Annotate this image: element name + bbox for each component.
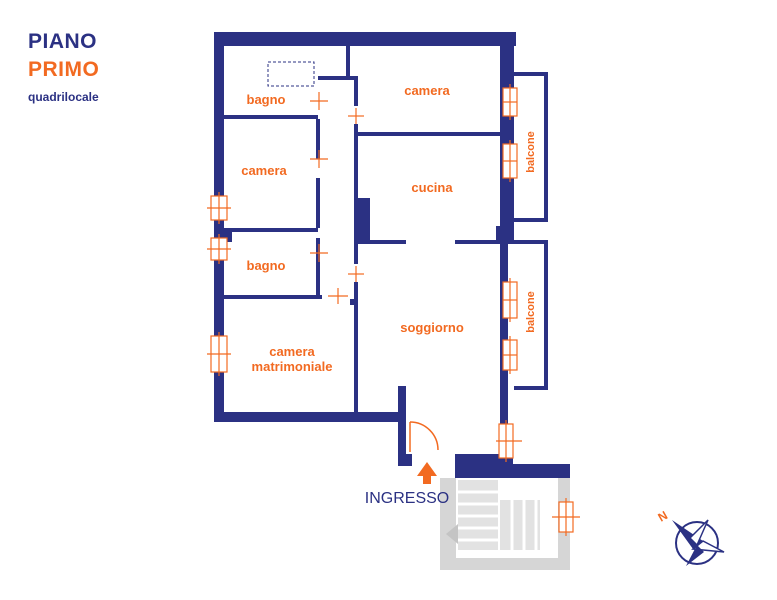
room-label-balcone-bottom: balcone <box>525 291 537 333</box>
room-label-camera-top: camera <box>404 83 450 98</box>
room-label-soggiorno: soggiorno <box>400 320 464 335</box>
stairwell <box>440 478 570 570</box>
room-label-camera-matrimoniale-1: camera <box>269 344 315 359</box>
room-label-camera-left: camera <box>241 163 287 178</box>
entrance-door <box>409 421 439 452</box>
room-label-bagno-top: bagno <box>247 92 286 107</box>
floor-subtitle: quadrilocale <box>28 90 99 104</box>
compass-icon: N <box>656 508 725 566</box>
room-label-cucina: cucina <box>411 180 453 195</box>
room-label-balcone-top: balcone <box>525 131 537 173</box>
compass-north-label: N <box>656 508 671 524</box>
entrance-arrow-icon <box>417 462 437 484</box>
floor-title-primo: PRIMO <box>28 58 100 81</box>
shower-tray <box>267 61 315 87</box>
door-markers <box>310 92 364 304</box>
room-label-camera-matrimoniale-2: matrimoniale <box>252 359 333 374</box>
windows <box>207 84 580 536</box>
entrance-label: INGRESSO <box>365 490 449 507</box>
floor-title-piano: PIANO <box>28 30 98 53</box>
room-label-bagno-mid: bagno <box>247 258 286 273</box>
